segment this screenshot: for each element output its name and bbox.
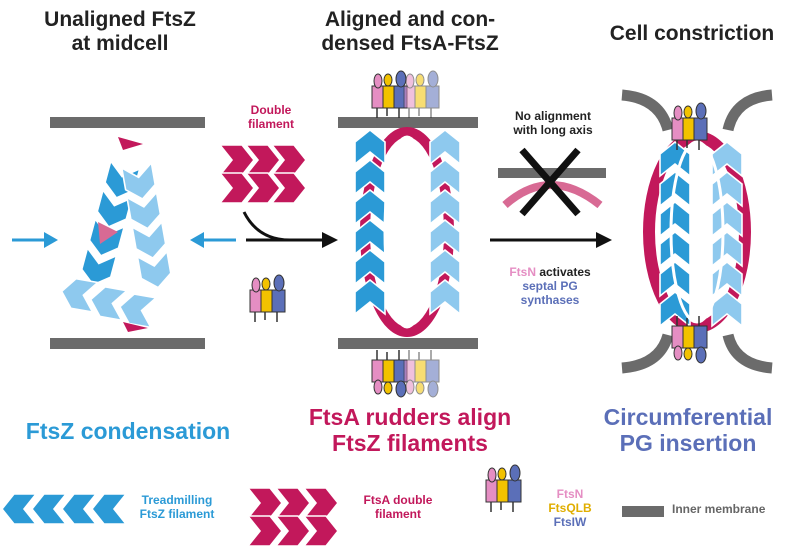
- rudders-caption-line1: FtsA rudders align: [280, 404, 540, 430]
- random-ftsz-filaments: [58, 137, 173, 332]
- circumferential-line2: PG insertion: [588, 430, 788, 456]
- legend-ftsiw: FtsIW: [530, 516, 610, 530]
- unaligned-heading-line1: Unaligned FtsZ: [20, 8, 220, 32]
- ftsn-activates-ftsn: FtsN: [509, 265, 536, 279]
- membrane-top-1: [50, 117, 205, 128]
- legend-ftsqlb: FtsQLB: [530, 502, 610, 516]
- legend-ftsa-line2: filament: [348, 508, 448, 522]
- legend-proteins-label: FtsN FtsQLB FtsIW: [530, 488, 610, 529]
- no-alignment-line2: with long axis: [498, 124, 608, 138]
- circumferential-caption: Circumferential PG insertion: [588, 404, 788, 457]
- progress-arrow: [490, 232, 612, 248]
- condensation-caption: FtsZ condensation: [8, 418, 248, 444]
- double-filament-icon: [220, 145, 306, 203]
- ftsn-activates-label: FtsN activates septal PG synthases: [490, 266, 610, 307]
- aligned-heading-line2: densed FtsA-FtsZ: [290, 32, 530, 56]
- aligned-ring: [355, 130, 460, 332]
- ftsn-activates-line2: septal PG: [490, 280, 610, 294]
- constriction-panel: [622, 95, 772, 368]
- legend-treadmilling-line2: FtsZ filament: [122, 508, 232, 522]
- legend-ftsa-label: FtsA double filament: [348, 494, 448, 522]
- constriction-heading: Cell constriction: [592, 22, 792, 46]
- unaligned-heading: Unaligned FtsZ at midcell: [20, 8, 220, 56]
- legend-ftsn: FtsN: [530, 488, 610, 502]
- membrane-bottom-2: [338, 338, 478, 349]
- merge-arrow: [244, 212, 338, 248]
- legend-treadmilling-line1: Treadmilling: [122, 494, 232, 508]
- legend-ftsa-line1: FtsA double: [348, 494, 448, 508]
- rudders-caption: FtsA rudders align FtsZ filaments: [280, 404, 540, 457]
- legend-ftsz-icon: [2, 494, 126, 524]
- unaligned-panel: [12, 117, 236, 349]
- ftsn-activates-line3: synthases: [490, 294, 610, 308]
- rudders-caption-line2: FtsZ filaments: [280, 430, 540, 456]
- membrane-bottom-1: [50, 338, 205, 349]
- protein-complex-icon: [250, 275, 285, 322]
- compression-arrow-right: [190, 232, 236, 248]
- aligned-heading-line1: Aligned and con-: [290, 8, 530, 32]
- membrane-top-2: [338, 117, 478, 128]
- legend-membrane-label: Inner membrane: [672, 503, 796, 517]
- compression-arrow-left: [12, 232, 58, 248]
- ftsn-activates-rest: activates: [536, 265, 591, 279]
- legend-protein-icon: [486, 465, 521, 512]
- legend-membrane-icon: [622, 506, 664, 517]
- aligned-panel: [338, 71, 478, 397]
- circumferential-line1: Circumferential: [588, 404, 788, 430]
- unaligned-heading-line2: at midcell: [20, 32, 220, 56]
- legend-ftsa-icon: [248, 488, 338, 546]
- no-alignment-label: No alignment with long axis: [498, 110, 608, 138]
- double-filament-line2: filament: [226, 118, 316, 132]
- no-alignment-line1: No alignment: [498, 110, 608, 124]
- no-alignment-cross: [498, 150, 606, 214]
- double-filament-label: Double filament: [226, 104, 316, 132]
- aligned-heading: Aligned and con- densed FtsA-FtsZ: [290, 8, 530, 56]
- legend-treadmilling-label: Treadmilling FtsZ filament: [122, 494, 232, 522]
- double-filament-line1: Double: [226, 104, 316, 118]
